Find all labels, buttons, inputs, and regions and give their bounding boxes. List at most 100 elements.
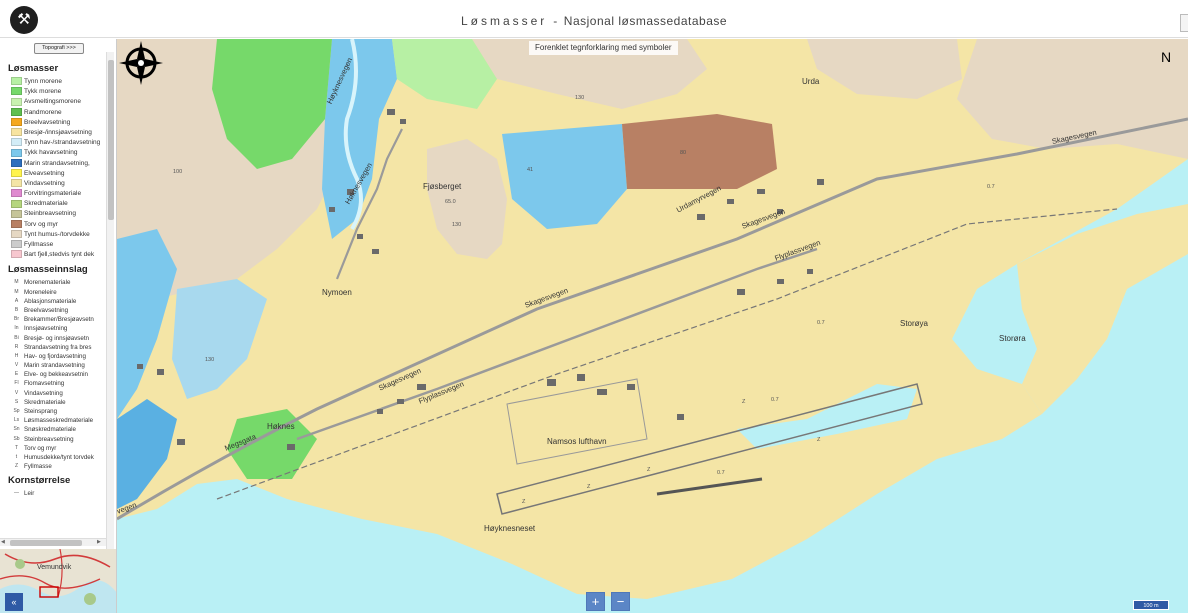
legend-item-label: Fyllmasse: [24, 463, 52, 471]
moraine-area-nw: [212, 39, 332, 169]
map-number: Z: [647, 467, 651, 473]
bedrock-hill-north: [472, 39, 707, 109]
legend-swatch: [11, 118, 22, 127]
legend-item-label: Innsjøavsetning: [24, 325, 68, 333]
scroll-right-icon[interactable]: ▶: [97, 539, 101, 545]
simplified-legend-link[interactable]: Forenklet tegnforklaring med symboler: [529, 41, 678, 55]
zoom-in-button[interactable]: +: [586, 592, 605, 611]
legend-symbol: H: [14, 352, 19, 359]
map-number: Z: [522, 499, 526, 505]
place-label-hoyknesneset: Høyknesneset: [484, 524, 536, 533]
legend-item-label: Moreneleire: [24, 288, 57, 296]
legend-item: Tynn hav-/strandavsetning: [11, 138, 106, 148]
map-number: 0.7: [771, 397, 779, 403]
fjosberget-hill: [427, 139, 507, 259]
legend-item-label: Steinbreavsetning: [24, 210, 77, 218]
legend-item-label: Tykk morene: [24, 88, 62, 96]
legend-item-label: Humusdekke/tynt torvdek: [24, 454, 94, 462]
legend-item: Avsmeltingsmorene: [11, 97, 106, 107]
legend-item-label: Bresjø-/innsjøavsetning: [24, 128, 92, 136]
airport-dark-line: [656, 477, 763, 496]
place-label-nymoen: Nymoen: [322, 288, 352, 297]
map-number: 130: [452, 222, 462, 228]
marine-deposit-center: [502, 124, 627, 229]
legend-symbol: T: [14, 444, 19, 451]
lagoon: [737, 384, 917, 449]
map-canvas[interactable]: [117, 39, 1188, 613]
legend-item-label: Brekammer/Bresjøavsetn: [24, 316, 94, 324]
hammer-pick-icon: ⚒: [17, 11, 31, 28]
buildings: [137, 109, 824, 450]
map-number: 41: [527, 167, 534, 173]
legend-swatch: [11, 240, 22, 249]
legend-swatch: [11, 87, 22, 96]
legend-item: Steinbreavsetning: [11, 209, 106, 219]
legend-item-label: Flomavsetning: [24, 380, 65, 388]
legend-item-label: Forvitringsmateriale: [24, 190, 82, 198]
legend-item-label: Bart fjell,stedvis tynt dek: [24, 251, 95, 259]
legend-symbol: Z: [14, 463, 19, 470]
legend-symbol: S: [14, 398, 19, 405]
legend-item: Vindavsetning: [11, 179, 106, 189]
legend-swatch: [11, 189, 22, 198]
menu-tab-button[interactable]: [1180, 14, 1188, 32]
legend-item-label: Tynn morene: [24, 78, 62, 85]
north-label: N: [1160, 49, 1172, 65]
marine-deposit-valley: [322, 39, 397, 239]
korn-legend-list: —Leir: [0, 489, 106, 498]
urda-hill: [807, 39, 962, 99]
overview-collapse-button[interactable]: «: [5, 593, 23, 611]
bedrock-hill-east: [957, 39, 1188, 159]
legend-swatch: [11, 107, 22, 116]
legend-item: Bresjø-/innsjøavsetning: [11, 128, 106, 138]
zoom-out-button[interactable]: −: [611, 592, 630, 611]
legend-item: Bart fjell,stedvis tynt dek: [11, 250, 106, 260]
app-logo[interactable]: ⚒: [10, 6, 38, 34]
legend-item: Tykk morene: [11, 87, 106, 97]
app-title: Løsmasser-Nasjonal løsmassedatabase: [0, 14, 1188, 28]
legend-item-label: Ablasjonsmateriale: [24, 297, 77, 305]
overview-map[interactable]: Vemundvik «: [0, 549, 117, 613]
legend-item: Tynn morene: [11, 77, 106, 87]
topografi-toggle-button[interactable]: Topografi >>>: [34, 43, 84, 54]
legend-item: Forvitringsmateriale: [11, 189, 106, 199]
legend-item-label: Marin strandavsetning: [24, 362, 85, 370]
legend-swatch: [11, 199, 22, 208]
map-view[interactable]: Forenklet tegnforklaring med symboler N …: [117, 39, 1188, 613]
legend-item-label: Vindavsetning: [24, 389, 63, 397]
legend-item-label: Bresjø- og innsjøavsetn: [24, 334, 89, 342]
legend-horizontal-scroll-thumb[interactable]: [10, 540, 82, 546]
double-chevron-left-icon: «: [11, 597, 17, 607]
legend-swatch: [11, 219, 22, 228]
legend-symbol: Br: [14, 316, 19, 323]
section-title-innslag: Løsmasseinnslag: [8, 264, 88, 276]
legend-symbol: E: [14, 371, 19, 378]
moraine-area-north: [392, 39, 497, 109]
compass-icon: [119, 41, 163, 85]
legend-item-label: Tynt humus-/torvdekke: [24, 230, 90, 238]
legend-symbol: V: [14, 362, 19, 369]
legend-horizontal-scrollbar[interactable]: ◀ ▶: [0, 538, 106, 546]
legend-vertical-scroll-thumb[interactable]: [108, 60, 114, 220]
legend-swatch: [11, 250, 22, 259]
legend-item-label: Elve- og bekkeavsetnin: [24, 371, 88, 379]
legend-item: Fyllmasse: [11, 240, 106, 250]
scroll-left-icon[interactable]: ◀: [1, 539, 5, 545]
legend-item-label: Tykk havavsetning: [24, 149, 78, 157]
app-title-sub: Nasjonal løsmassedatabase: [563, 14, 728, 28]
legend-item-label: Strandavsetning fra bres: [24, 343, 92, 351]
section-title-losmasser: Løsmasser: [8, 63, 59, 74]
legend-symbol: —: [14, 490, 19, 497]
legend-vertical-scrollbar[interactable]: [106, 52, 114, 549]
